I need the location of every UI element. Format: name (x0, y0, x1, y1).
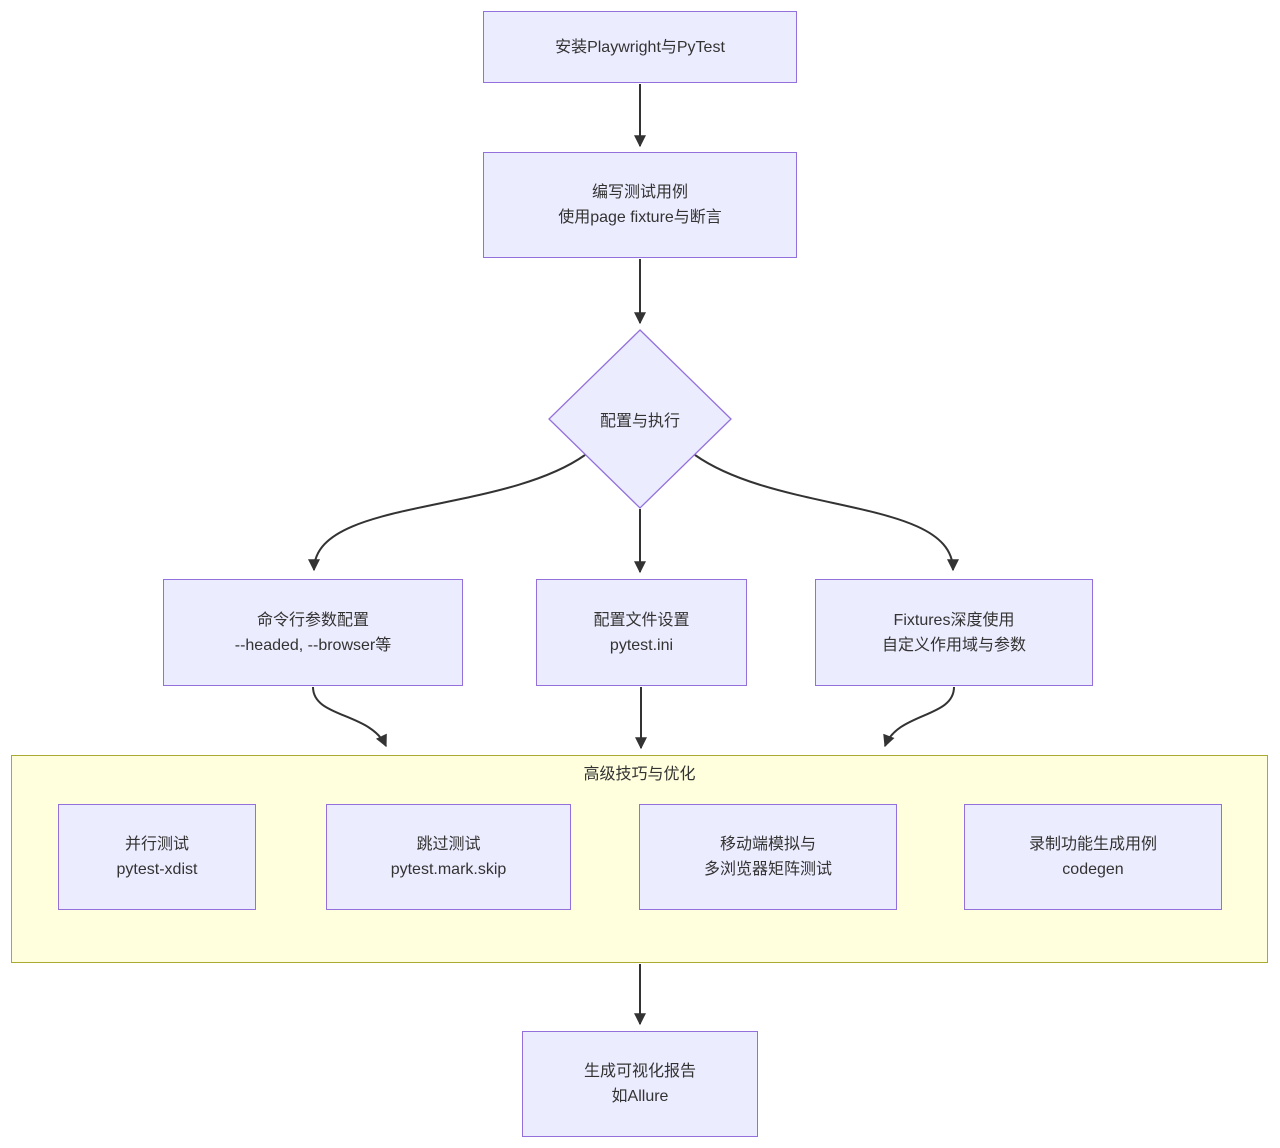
node-mobile-label-line1: 移动端模拟与 (719, 836, 816, 853)
node-parallel-label-line1: 并行测试 (124, 836, 189, 853)
node-fixtures-label-line2: 自定义作用域与参数 (881, 636, 1026, 654)
node-cli-args-label-line2: --headed, --browser等 (234, 636, 392, 654)
node-skip-label-line1: 跳过测试 (416, 836, 481, 853)
node-config-file-label-line1: 配置文件设置 (593, 611, 690, 629)
diamond-shape (548, 329, 732, 509)
node-write-tests-label-line1: 编写测试用例 (591, 184, 688, 201)
diamond-shape-svg (548, 329, 732, 509)
node-codegen-label-line2: codegen (1062, 861, 1124, 878)
subgraph-title: 高级技巧与优化 (583, 766, 696, 783)
node-install-label: 安装Playwright与PyTest (555, 38, 725, 56)
node-cli-args-label-line1: 命令行参数配置 (256, 611, 369, 629)
node-codegen: 录制功能生成用例 codegen (964, 804, 1222, 910)
edge-decision-to-fixtures (694, 454, 959, 572)
node-install: 安装Playwright与PyTest (483, 11, 797, 83)
node-mobile-label-line2: 多浏览器矩阵测试 (703, 861, 832, 878)
node-report-label-line2: 如Allure (611, 1088, 669, 1105)
node-config-file: 配置文件设置 pytest.ini (536, 579, 747, 686)
node-skip: 跳过测试 pytest.mark.skip (326, 804, 571, 910)
node-fixtures-label-line1: Fixtures深度使用 (893, 611, 1015, 629)
node-report: 生成可视化报告 如Allure (522, 1031, 758, 1137)
node-write-tests: 编写测试用例 使用page fixture与断言 (483, 152, 797, 258)
node-write-tests-label-line2: 使用page fixture与断言 (558, 209, 722, 226)
edge-decision-to-cli (308, 454, 586, 572)
node-cli-args: 命令行参数配置 --headed, --browser等 (163, 579, 463, 686)
node-config-file-label-line2: pytest.ini (609, 636, 674, 654)
node-codegen-label-line1: 录制功能生成用例 (1028, 836, 1157, 853)
node-report-label-line1: 生成可视化报告 (583, 1063, 696, 1080)
node-decision-label: 配置与执行 (599, 413, 680, 430)
node-mobile: 移动端模拟与 多浏览器矩阵测试 (639, 804, 897, 910)
node-parallel-label-line2: pytest-xdist (116, 861, 198, 878)
node-skip-label-line2: pytest.mark.skip (390, 861, 507, 878)
node-fixtures: Fixtures深度使用 自定义作用域与参数 (815, 579, 1093, 686)
node-parallel: 并行测试 pytest-xdist (58, 804, 256, 910)
edge-cli-to-subgraph (312, 686, 387, 748)
edge-fixtures-to-subgraph (883, 686, 955, 748)
node-decision: 配置与执行 (548, 329, 732, 509)
